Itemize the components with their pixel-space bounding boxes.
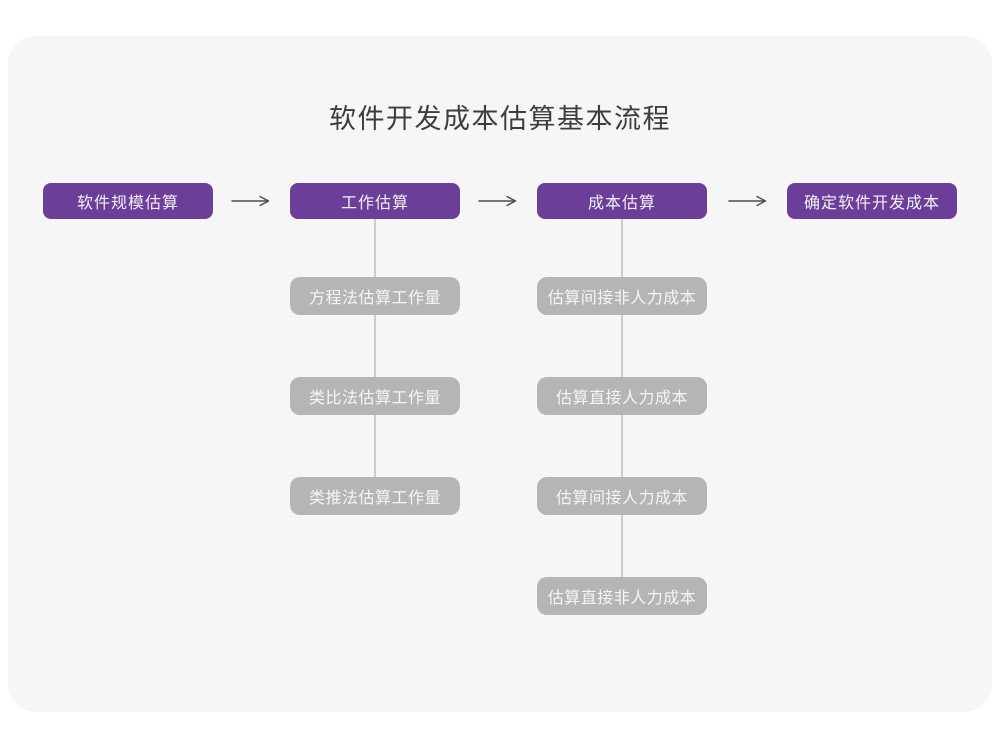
step-software-scale-estimation: 软件规模估算 [43,183,213,219]
substep-indirect-nonlabor-cost: 估算间接非人力成本 [537,277,707,315]
substep-indirect-labor-cost: 估算间接人力成本 [537,477,707,515]
page-title: 软件开发成本估算基本流程 [329,104,671,134]
step-determine-development-cost: 确定软件开发成本 [787,183,957,219]
connector-line-work-estimation [374,219,376,497]
substep-direct-nonlabor-cost: 估算直接非人力成本 [537,577,707,615]
flowchart-card: 软件开发成本估算基本流程 软件规模估算 工作估算 成本估算 确定软件开发成本 方… [8,36,992,712]
substep-direct-labor-cost: 估算直接人力成本 [537,377,707,415]
step-cost-estimation: 成本估算 [537,183,707,219]
substep-equation-method-workload: 方程法估算工作量 [290,277,460,315]
substep-analogy-method-workload: 类比法估算工作量 [290,377,460,415]
right-arrow-icon [478,195,517,207]
step-work-estimation: 工作估算 [290,183,460,219]
step-label: 软件规模估算 [76,195,179,212]
step-label: 确定软件开发成本 [803,195,940,212]
right-arrow-icon [728,195,767,207]
step-label: 成本估算 [587,195,656,212]
step-label: 工作估算 [340,195,409,212]
substep-extrapolation-method-workload: 类推法估算工作量 [290,477,460,515]
right-arrow-icon [231,195,270,207]
